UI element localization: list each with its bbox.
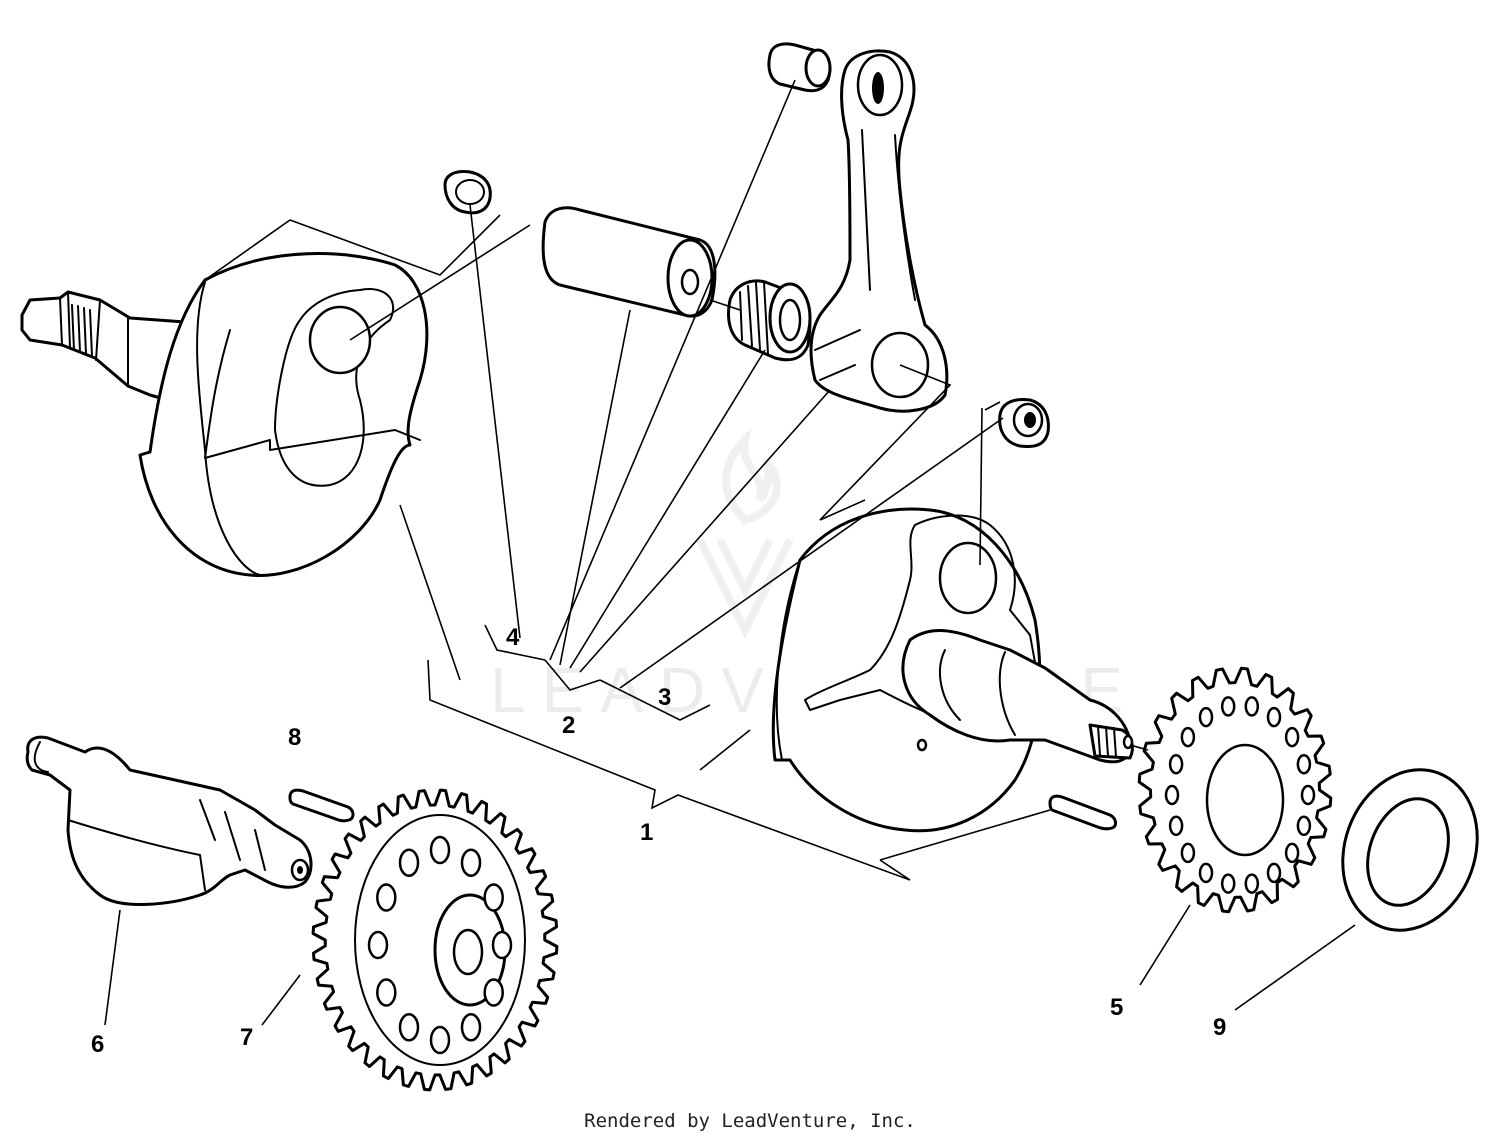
left-crank-half [20,252,429,577]
gear-hole [1284,726,1300,748]
small-gear [1137,666,1333,914]
gear-hole [1266,706,1282,728]
gear-hole [1284,842,1300,864]
callout-6: 6 [91,1031,104,1058]
callout-8: 8 [288,724,301,751]
gear-hole [491,930,513,960]
plug-right [998,398,1050,449]
gear-hole [1220,696,1236,717]
plug-top-left [443,170,492,215]
gear-hole [1180,726,1196,748]
leader-lines [104,79,1356,1026]
washer [1341,768,1479,932]
woodruff-pin-right [1048,794,1118,831]
gear-hole [483,883,504,912]
small-end-bushing [767,42,832,93]
gear-hole [429,835,451,865]
connecting-rod [809,49,949,413]
callout-4: 4 [506,624,520,651]
large-gear [311,788,559,1092]
gear-hole [460,848,482,877]
gear-hole [1168,753,1184,775]
gear-hole [1300,784,1316,806]
needle-bearing [727,279,812,362]
gear-hole [376,978,397,1007]
gear-hole [376,883,397,912]
dowel-pin [288,788,355,823]
gear-hole [398,1013,420,1042]
gear-hole [483,978,504,1007]
crank-pin [541,206,717,318]
gear-hole [1198,706,1214,728]
right-crank-half [771,507,1134,833]
gear-hole [1244,696,1260,717]
callout-7: 7 [240,1024,253,1051]
callout-9: 9 [1213,1014,1226,1041]
watermark-logo [696,428,794,639]
gear-hole [1266,862,1282,884]
callout-5: 5 [1110,994,1123,1021]
footer-credit: Rendered by LeadVenture, Inc. [584,1110,916,1132]
balancer-shaft [25,735,313,906]
gear-hole [1296,815,1312,837]
callout-1: 1 [640,819,653,846]
gear-hole [1164,784,1180,806]
gear-hole [1198,862,1214,884]
gear-hole [398,848,420,877]
gear-hole [1180,842,1196,864]
callout-3: 3 [658,684,671,711]
gear-hole [1296,753,1312,775]
callout-2: 2 [562,712,575,739]
gear-hole [429,1025,451,1055]
gear-hole [1220,873,1236,894]
gear-hole [460,1013,482,1042]
gear-hole [1244,873,1260,894]
gear-hole [1168,815,1184,837]
gear-hole [367,930,389,960]
